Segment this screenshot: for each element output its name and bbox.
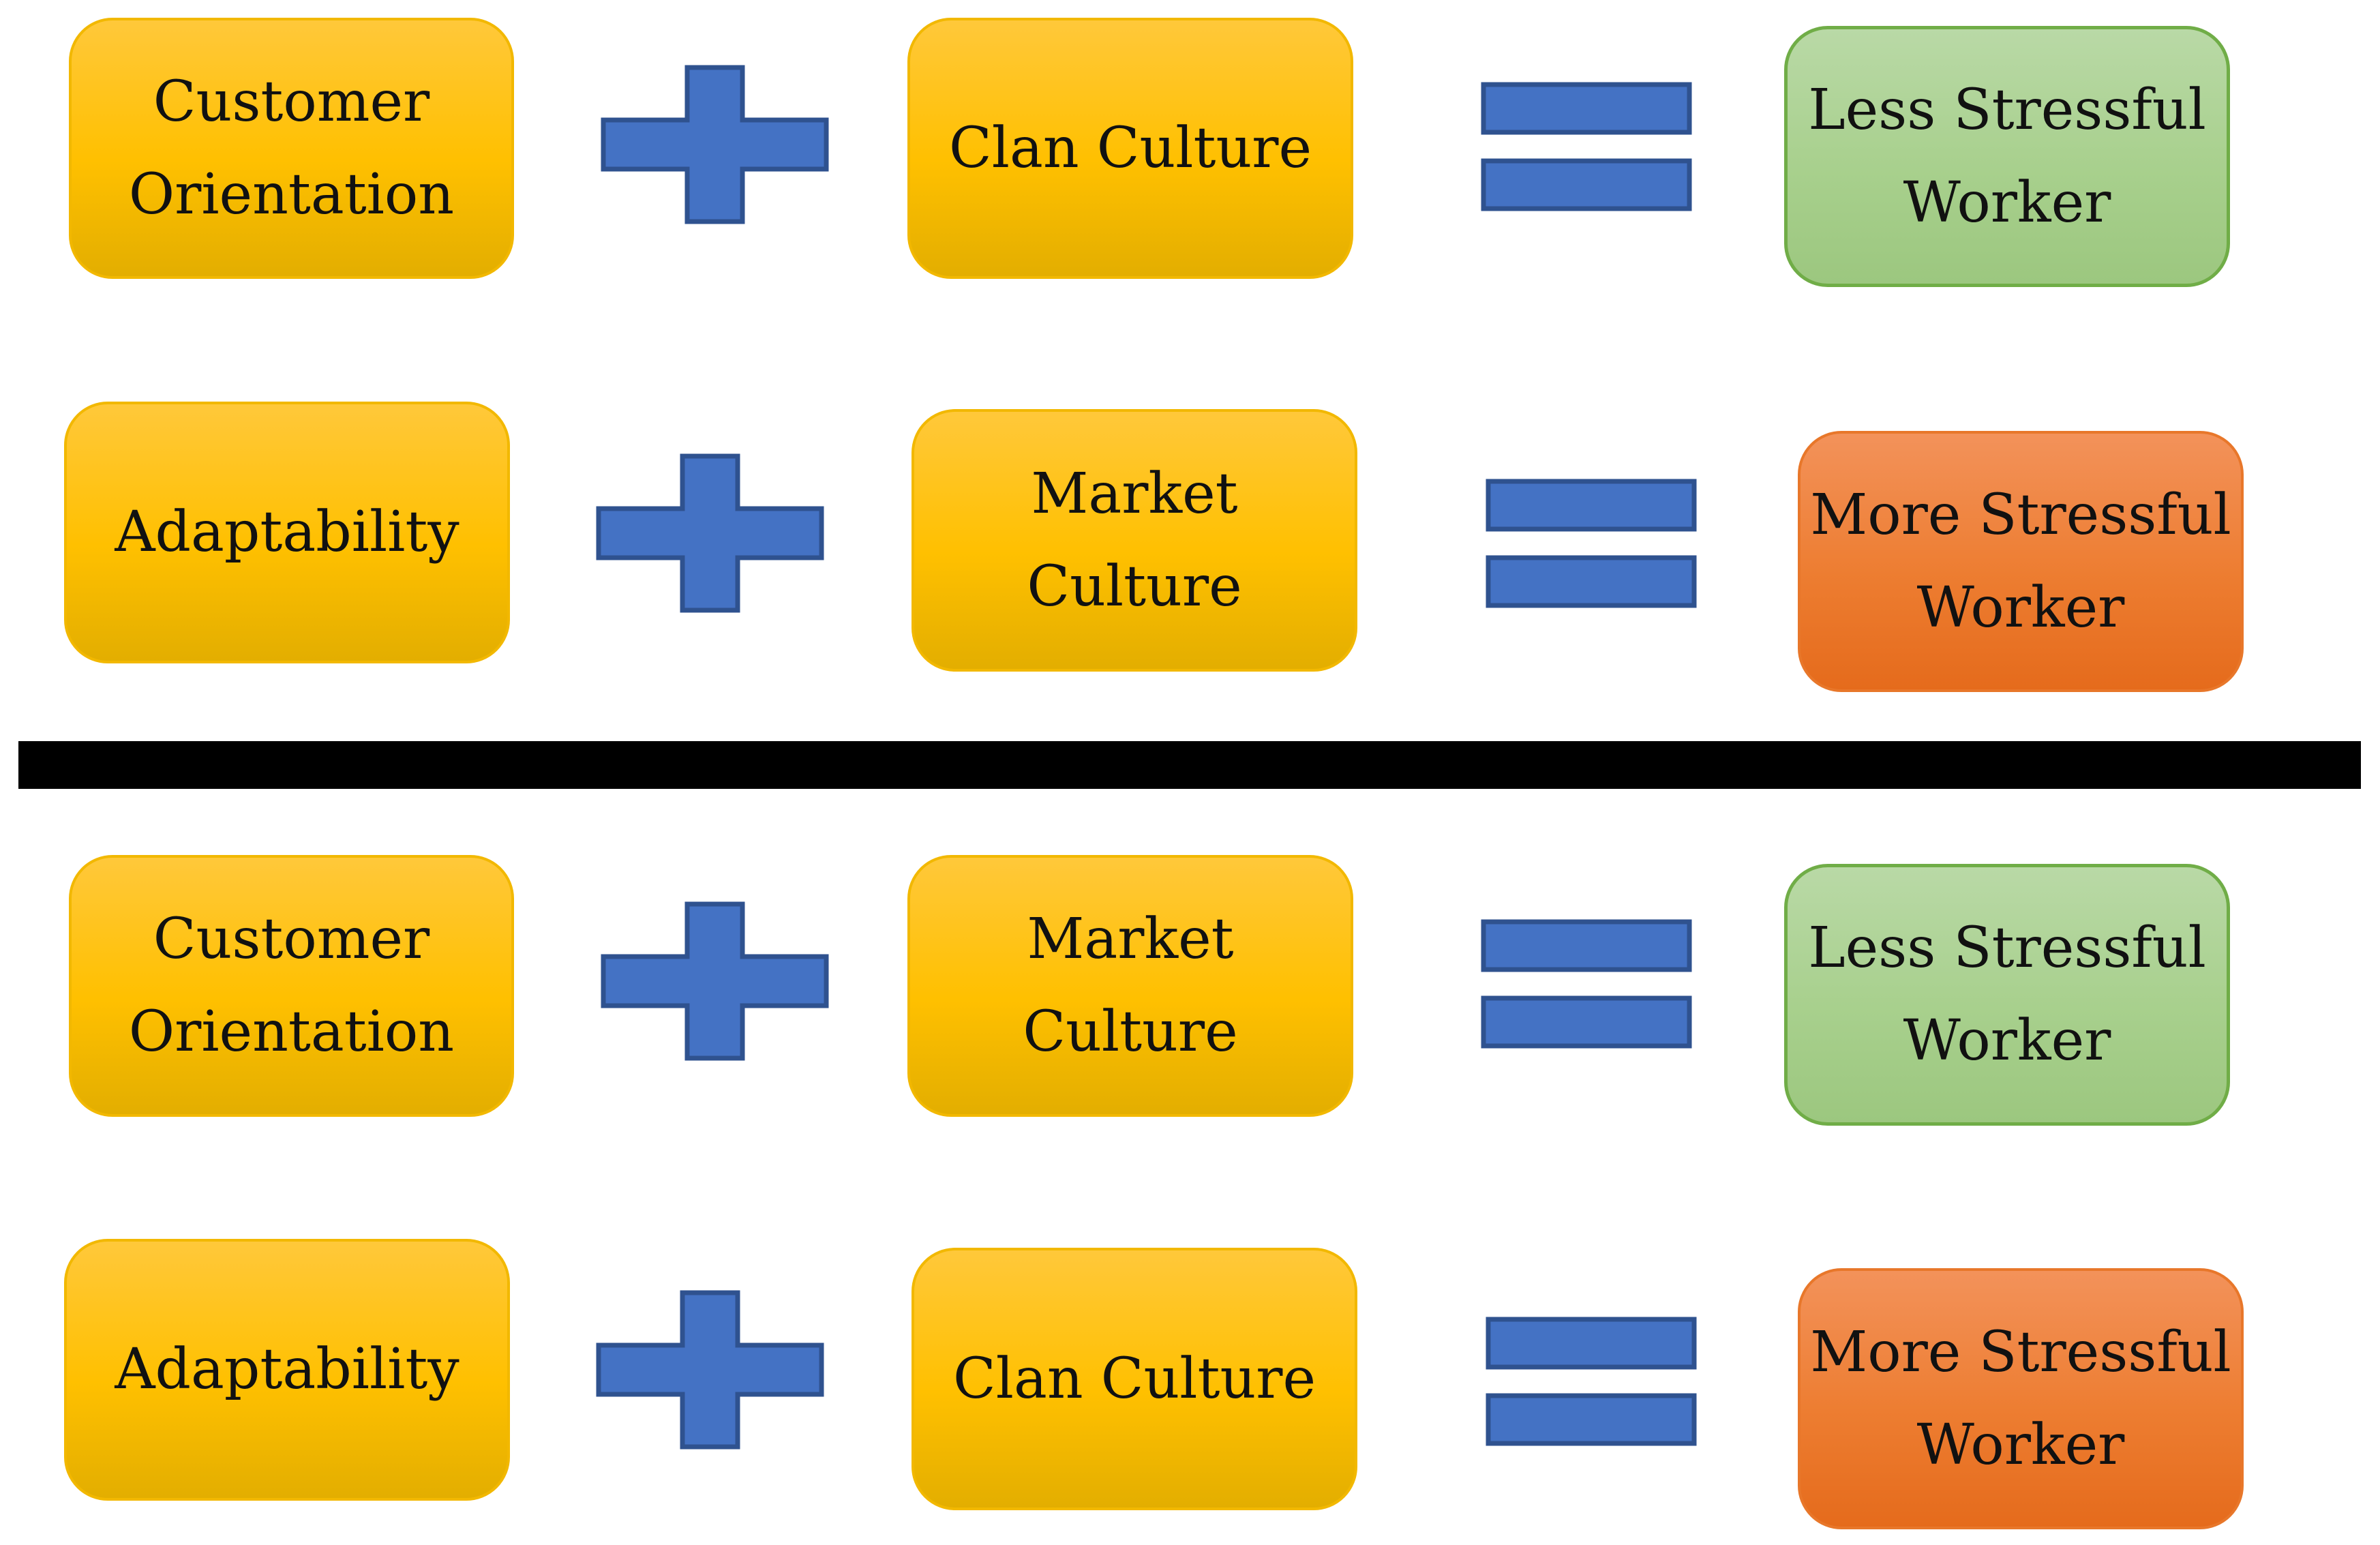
outcome-box-row1: Less Stressful Worker — [1784, 26, 2230, 287]
equals-icon — [1481, 82, 1692, 211]
equals-icon — [1486, 1317, 1697, 1446]
culture-label-line1: Market — [1031, 461, 1238, 526]
factor-box-row4: Adaptability — [64, 1239, 510, 1501]
section-divider — [18, 741, 2361, 789]
outcome-box-row4: More Stressful Worker — [1798, 1268, 2244, 1529]
equals-icon — [1486, 479, 1697, 608]
culture-box-row3: Market Culture — [907, 855, 1353, 1117]
outcome-box-row3: Less Stressful Worker — [1784, 864, 2230, 1126]
outcome-label-line1: More Stressful — [1810, 1319, 2231, 1385]
outcome-box-row2: More Stressful Worker — [1798, 431, 2244, 692]
culture-box-row4: Clan Culture — [912, 1248, 1357, 1510]
plus-icon — [596, 1290, 824, 1450]
plus-icon — [601, 901, 829, 1061]
factor-label-line1: Adaptability — [115, 1337, 460, 1402]
culture-box-row2: Market Culture — [912, 409, 1357, 672]
outcome-label-line2: Worker — [1916, 575, 2125, 640]
culture-label-line1: Clan Culture — [949, 115, 1312, 181]
factor-label-line1: Adaptability — [115, 500, 460, 565]
factor-box-row3: Customer Orientation — [69, 855, 514, 1117]
factor-label-line1: Customer — [153, 907, 430, 972]
outcome-label-line1: Less Stressful — [1808, 916, 2206, 980]
culture-box-row1: Clan Culture — [907, 18, 1353, 279]
factor-box-row1: Customer Orientation — [69, 18, 514, 279]
factor-label-line1: Customer — [153, 69, 430, 134]
culture-label-line2: Culture — [1023, 1000, 1238, 1064]
outcome-label-line2: Worker — [1916, 1412, 2125, 1478]
factor-box-row2: Adaptability — [64, 402, 510, 663]
factor-label-line2: Orientation — [128, 162, 455, 227]
plus-icon — [596, 453, 824, 613]
outcome-label-line2: Worker — [1903, 170, 2111, 235]
culture-label-line1: Clan Culture — [953, 1346, 1316, 1411]
equals-icon — [1481, 919, 1692, 1049]
culture-label-line2: Culture — [1027, 554, 1242, 619]
outcome-label-line1: Less Stressful — [1808, 77, 2206, 142]
factor-label-line2: Orientation — [128, 1000, 455, 1064]
outcome-label-line1: More Stressful — [1810, 482, 2231, 548]
outcome-label-line2: Worker — [1903, 1008, 2111, 1073]
culture-label-line1: Market — [1027, 907, 1234, 972]
plus-icon — [601, 65, 829, 224]
